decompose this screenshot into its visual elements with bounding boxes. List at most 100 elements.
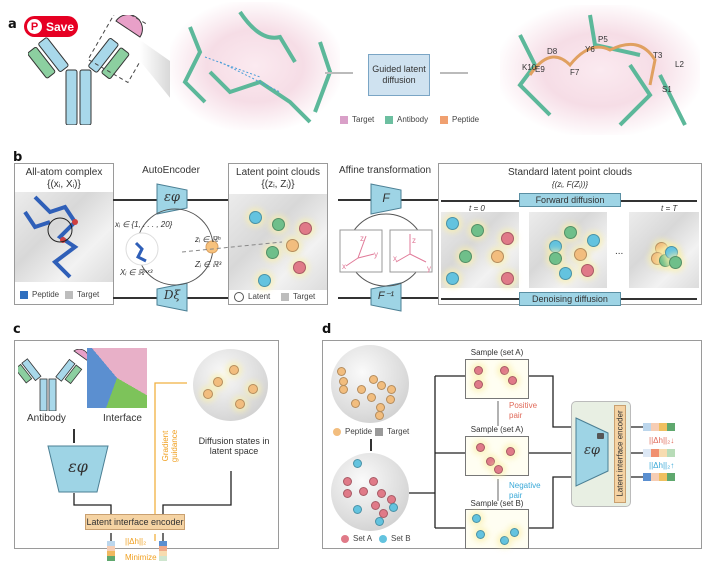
antibody-small-icon xyxy=(18,349,89,411)
residue-d8: D8 xyxy=(547,47,558,56)
standard-subtitle: {(zᵢ, F(Zᵢ))} xyxy=(551,180,589,189)
Z-label: Zᵢ ∈ ℝ³ xyxy=(195,260,222,269)
latent-interface-encoder-c: Latent interface encoder xyxy=(85,514,185,530)
legend-peptide-d: Peptide xyxy=(333,427,372,436)
all-atom-subtitle: {(xᵢ, Xᵢ)} xyxy=(47,179,81,190)
latent-title: Latent point clouds xyxy=(236,167,320,178)
latent-point xyxy=(446,217,459,230)
denoising-diffusion-label: Denoising diffusion xyxy=(519,292,621,306)
residue-l2: L2 xyxy=(675,60,684,69)
setA-point xyxy=(506,447,515,456)
peptide-point xyxy=(375,411,384,420)
decoder-symbol: Dξ xyxy=(163,288,181,302)
latent-point-clouds-box: Latent point clouds {(zᵢ, Zᵢ)} Latent Ta… xyxy=(228,163,328,305)
setA-point xyxy=(486,457,495,466)
residue-p5: P5 xyxy=(598,35,608,44)
legend-antibody: Antibody xyxy=(385,115,428,124)
setB-point xyxy=(353,505,362,514)
antibody-label: Antibody xyxy=(27,413,66,424)
peptide-point xyxy=(387,385,396,394)
all-atom-structure-image xyxy=(15,192,113,282)
all-atom-complex-box: All-atom complex {(xᵢ, Xᵢ)} Peptide Targ… xyxy=(14,163,114,305)
encoder-symbol-d: εφ xyxy=(583,443,601,458)
encoder-symbol: εφ xyxy=(163,190,181,205)
diffusion-state-T xyxy=(629,212,699,288)
latent-point xyxy=(581,264,594,277)
sample-setA-1 xyxy=(465,359,529,399)
residue-y6: Y6 xyxy=(585,45,595,54)
latent-interface-encoder-d: Latent interface encoder xyxy=(614,405,626,503)
standard-title: Standard latent point clouds xyxy=(508,167,632,178)
panel-a-letter: a xyxy=(8,17,17,32)
arrow-down-to-encoder xyxy=(73,429,75,443)
legend-setB: Set B xyxy=(379,534,411,543)
setA-point xyxy=(500,366,509,375)
peptide-point xyxy=(386,395,395,404)
axis-y-left: y xyxy=(374,250,378,259)
axis-x-left: x xyxy=(342,262,346,271)
diffusion-states-circle xyxy=(193,349,268,421)
latent-point xyxy=(293,261,306,274)
affine-loop xyxy=(339,213,433,287)
tT-label: t = T xyxy=(661,204,678,213)
setA-point xyxy=(476,443,485,452)
latent-point xyxy=(213,377,223,387)
latent-point xyxy=(587,234,600,247)
panel-b-letter: b xyxy=(13,150,23,165)
latent-point xyxy=(248,384,258,394)
interface-vector-1 xyxy=(643,423,675,431)
F-inverse-symbol: F⁻¹ xyxy=(377,290,395,302)
latent-point xyxy=(564,226,577,239)
setB-point xyxy=(375,517,384,526)
setB-point xyxy=(472,514,481,523)
arrow-from-guided xyxy=(440,72,468,74)
latent-point xyxy=(272,218,285,231)
structure-strands xyxy=(182,10,333,124)
sample-setA-1-label: Sample (set A) xyxy=(470,348,524,357)
latent-interface-encoder-d-label: Latent interface encoder xyxy=(615,410,625,497)
latent-structure-image xyxy=(229,194,327,290)
setB-point xyxy=(476,530,485,539)
panel-c-letter: c xyxy=(13,322,21,337)
residue-f7: F7 xyxy=(570,68,580,77)
setA-point xyxy=(369,477,378,486)
latent-point xyxy=(574,248,587,261)
legend-peptide: Peptide xyxy=(440,115,479,124)
lock-icon xyxy=(597,433,604,439)
residue-e9: E9 xyxy=(535,65,545,74)
residue-t3: T3 xyxy=(653,51,663,60)
dashed-projection-line xyxy=(182,241,282,253)
setA-point xyxy=(343,477,352,486)
peptide-point xyxy=(369,375,378,384)
setA-point xyxy=(474,380,483,389)
pinterest-save-button[interactable]: P Save xyxy=(24,16,78,37)
peptide-surface-circle xyxy=(331,345,409,423)
interface-vector-diffusion xyxy=(159,541,167,561)
peptide-point xyxy=(357,385,366,394)
latent-point xyxy=(559,267,572,280)
setB-point xyxy=(353,459,362,468)
peptide-point xyxy=(377,381,386,390)
encoder-trapezoid xyxy=(156,183,188,215)
axis-z-left: z xyxy=(360,234,364,243)
positive-pair-label: Positive pair xyxy=(509,401,538,420)
latent-point xyxy=(549,252,562,265)
all-atom-title: All-atom complex xyxy=(25,167,103,178)
autoencoder-title: AutoEncoder xyxy=(142,165,200,176)
antibody-illustration xyxy=(28,15,148,125)
antibody-shape xyxy=(28,15,143,125)
peptide-point xyxy=(351,399,360,408)
ellipsis: ... xyxy=(615,246,624,257)
panel-c-box: Antibody Interface εφ Gradient guidance … xyxy=(14,340,279,561)
peptide-point xyxy=(337,367,346,376)
legend-latent: Latent xyxy=(234,292,270,302)
negative-pair-label: Negative pair xyxy=(509,481,541,500)
interface-vector-antibody xyxy=(107,541,115,561)
latent-point xyxy=(669,256,682,269)
latent-point xyxy=(491,250,504,263)
latent-point xyxy=(286,239,299,252)
peptide-sticks xyxy=(23,195,79,279)
latent-point xyxy=(249,211,262,224)
X-label: Xᵢ ∈ ℝⁿˣ³ xyxy=(120,268,153,277)
encoder-symbol-c: εφ xyxy=(68,457,88,476)
